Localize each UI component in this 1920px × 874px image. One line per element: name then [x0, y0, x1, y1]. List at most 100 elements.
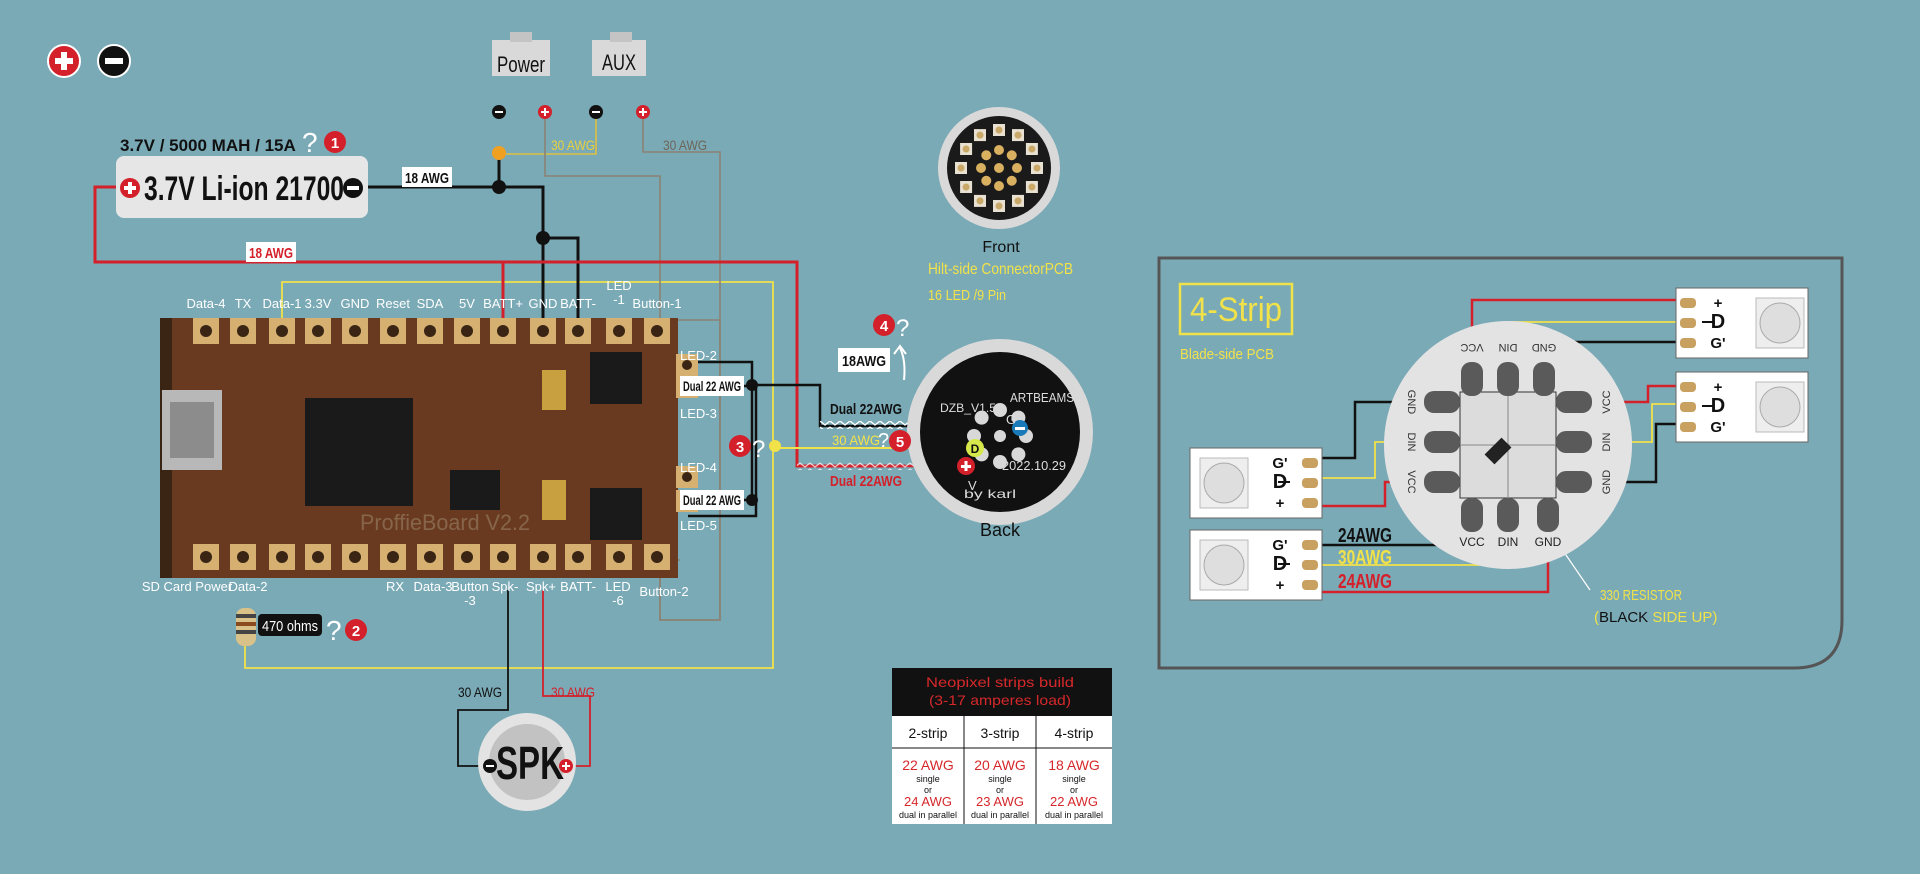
connector-model: DZB_V1.5: [940, 401, 996, 415]
pad-plus-icon: [957, 457, 975, 475]
strip-pin-label: +: [1714, 379, 1723, 396]
battery-plus-icon: [120, 178, 140, 198]
awg18-connector-label: 18AWG: [842, 353, 886, 370]
red-speaker-wire: [542, 590, 591, 767]
bottom-pin-label: Button-2: [639, 584, 688, 599]
bottom-pin-label: LED-6: [605, 579, 630, 608]
table-cell-text: 24 AWG: [904, 794, 952, 809]
resistor-note-black: BLACK: [1599, 609, 1648, 626]
blade-pads: [1424, 362, 1592, 532]
pcb-pad: [1556, 391, 1592, 413]
top-pin-row: [193, 318, 670, 344]
back-pad: [993, 455, 1007, 469]
question-mark-2: ?: [326, 615, 342, 646]
pcb-pad-label: VCC: [1405, 470, 1417, 493]
awg30-connector-label: 30 AWG: [832, 432, 880, 448]
blade-awg-label-2: 30AWG: [1338, 547, 1392, 569]
strip-pin-label: G': [1272, 537, 1287, 554]
resistor-note-paren: (: [1594, 609, 1599, 626]
top-pin-label: SDA: [417, 296, 444, 311]
top-pin-label: BATT+: [483, 296, 523, 311]
plus-icon: [47, 44, 81, 78]
connector-date: 2022.10.29: [1002, 458, 1066, 473]
bottom-pin-row: [193, 544, 670, 570]
led-strip: G'D+: [1189, 529, 1323, 601]
bottom-pin-label: Data-2: [228, 579, 267, 594]
table-cell-text: 22 AWG: [902, 757, 954, 773]
table-cell-text: dual in parallel: [899, 810, 957, 820]
pad-g-label: G: [1006, 412, 1016, 427]
connector-brand: ARTBEAMS: [1010, 390, 1074, 405]
pcb-pad-label: VCC: [1460, 341, 1483, 353]
front-pin: [1006, 175, 1017, 186]
back-pad: [993, 403, 1007, 417]
back-pad: [1011, 447, 1026, 462]
battery-minus-icon: [343, 178, 363, 198]
right-pin-label: LED-5: [680, 518, 717, 533]
bottom-pin-label: SD Card Power: [142, 579, 233, 594]
top-pin-label: BATT-: [560, 296, 596, 311]
table-title-line2: (3-17 amperes load): [929, 692, 1071, 708]
back-pads: [967, 403, 1033, 469]
question-number-1: 1: [331, 135, 339, 152]
led-strip: +DG': [1675, 287, 1809, 359]
blade-awg-label-1: 24AWG: [1338, 525, 1392, 547]
table-header: 3-strip: [981, 725, 1020, 741]
front-pin: [994, 145, 1004, 155]
pcb-pad-label: DIN: [1601, 432, 1613, 451]
led-strips: +DG'+DG'G'D+G'D+: [1189, 287, 1809, 601]
connector-title: Hilt-side ConnectorPCB: [928, 261, 1073, 278]
pcb-pad-label: VCC: [1601, 390, 1613, 413]
bottom-pin-label: Data-3: [413, 579, 452, 594]
table-cell-text: or: [996, 785, 1004, 795]
front-pin: [994, 181, 1004, 191]
front-pin: [1006, 150, 1017, 161]
question-mark-4: ?: [896, 315, 909, 342]
table-cell-text: single: [1062, 774, 1086, 784]
front-leds: [955, 124, 1043, 212]
connector-back-label: Back: [980, 520, 1021, 540]
pcb-pad: [1556, 471, 1592, 493]
table-cell-text: single: [988, 774, 1012, 784]
top-pin-label: Button-1: [632, 296, 681, 311]
dual22-bottom-label: Dual 22 AWG: [683, 492, 741, 508]
board-name: ProffieBoard V2.2: [360, 510, 530, 535]
pad-minus-icon: [1012, 420, 1028, 436]
pcb-pad-label: DIN: [1405, 433, 1417, 452]
question-number-3: 3: [736, 439, 744, 456]
awg30-spk-black-label: 30 AWG: [458, 684, 502, 700]
table-cell-text: 18 AWG: [1048, 757, 1100, 773]
top-pin-label: Reset: [376, 296, 410, 311]
top-pin-label: TX: [235, 296, 252, 311]
pad-v-label: V: [968, 478, 977, 493]
pcb-pad: [1533, 362, 1555, 396]
battery-label: 3.7V Li-ion 21700: [144, 170, 344, 208]
awg-table: Neopixel strips build (3-17 amperes load…: [892, 668, 1112, 824]
red-battery-pos-wire: [93, 185, 505, 330]
question-mark-1: ?: [302, 127, 318, 158]
bottom-pin-label: Spk+: [526, 579, 556, 594]
awg18-red-label: 18 AWG: [249, 245, 293, 262]
back-pad: [974, 410, 989, 425]
speaker-label: SPK: [496, 737, 564, 789]
table-title-line1: Neopixel strips build: [926, 674, 1074, 690]
table-cell-text: single: [916, 774, 940, 784]
table-cell-text: or: [924, 785, 932, 795]
top-pin-label: 5V: [459, 296, 475, 311]
legend: [47, 44, 131, 78]
top-pin-label: Data-1: [262, 296, 301, 311]
dual22-connector-top-label: Dual 22AWG: [830, 401, 902, 418]
front-pin: [1012, 163, 1022, 173]
awg30-yellow-switch-label: 30 AWG: [551, 137, 595, 153]
right-pin-label: LED-4: [680, 460, 717, 475]
pad-d-label: D: [971, 442, 980, 456]
blade-title: 4-Strip: [1190, 291, 1282, 329]
pcb-pad: [1497, 498, 1519, 532]
black-speaker-wire: [457, 590, 509, 767]
table-cell-text: 23 AWG: [976, 794, 1024, 809]
pcb-pad: [1461, 362, 1483, 396]
top-pin-label: Data-4: [186, 296, 225, 311]
